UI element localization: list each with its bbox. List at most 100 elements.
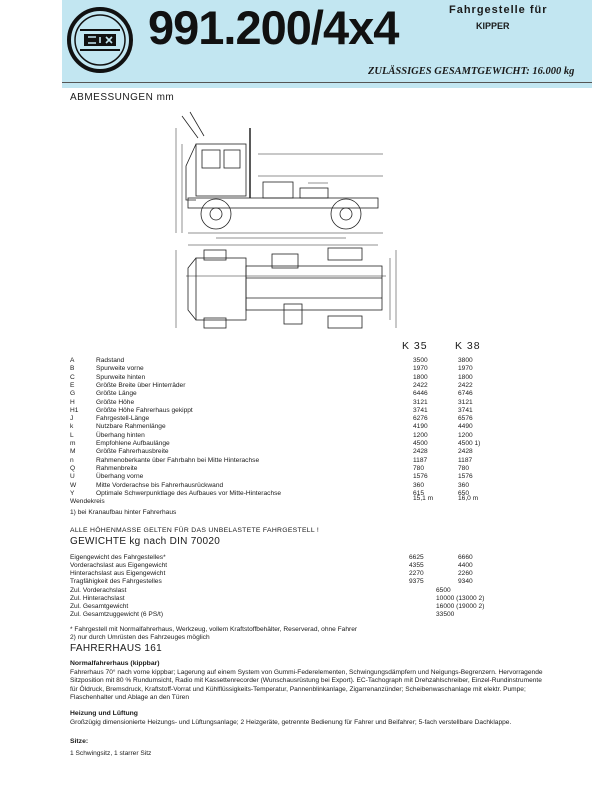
footnote-star: * Fahrgestell mit Normalfahrerhaus, Werk… xyxy=(70,626,358,633)
dimension-code: U xyxy=(70,473,75,481)
dimension-k35: 6276 xyxy=(413,415,428,423)
dimension-row: A Radstand 3500 3800 xyxy=(70,357,540,365)
dimension-k35: 6446 xyxy=(413,390,428,398)
rear-axle-label: Zul. Hinterachslast xyxy=(70,595,125,602)
dimension-description: Größte Höhe Fahrerhaus gekippt xyxy=(96,406,193,414)
dimension-code: k xyxy=(70,423,74,431)
dimension-k38: 6576 xyxy=(458,415,473,423)
dimension-code: W xyxy=(70,481,77,489)
cab-heading: FAHRERHAUS 161 xyxy=(70,643,163,654)
dimension-k38: 1187 xyxy=(458,456,473,464)
dimension-row: W Mitte Vorderachse bis Fahrerhausrückwan… xyxy=(70,482,540,490)
dimension-k35: 1200 xyxy=(413,431,428,439)
dimension-description: Rahmenoberkante über Fahrbahn bei Mitte … xyxy=(96,456,260,464)
dimension-description: Spurweite hinten xyxy=(96,373,146,381)
header-band xyxy=(62,0,592,88)
dimension-code: H xyxy=(70,398,75,406)
dimension-description: Rahmenbreite xyxy=(96,464,138,472)
header-rule xyxy=(62,82,592,83)
dimension-k35: 3500 xyxy=(413,357,428,364)
dimension-k38: 2422 xyxy=(458,381,473,389)
dimensions-heading: ABMESSUNGEN mm xyxy=(70,92,175,103)
weight-k35: 4355 xyxy=(409,562,424,570)
footnote-crane: 1) bei Kranaufbau hinter Fahrerhaus xyxy=(70,509,177,516)
dimension-code: m xyxy=(70,440,76,447)
weight-k38: 4400 xyxy=(458,562,473,570)
dimension-code: n xyxy=(70,456,74,464)
dimension-code: A xyxy=(70,357,75,364)
turning-circle-k35: 15,1 m xyxy=(413,495,434,502)
turning-circle-row: Wendekreis 15,1 m 16,0 m xyxy=(70,495,540,506)
dimension-description: Größte Fahrerhausbreite xyxy=(96,448,169,456)
dimension-description: Größte Länge xyxy=(96,390,137,398)
weight-k35: 6625 xyxy=(409,554,424,561)
dimension-description: Radstand xyxy=(96,357,125,364)
weights-heading: GEWICHTE kg nach DIN 70020 xyxy=(70,536,221,547)
dimension-description: Größte Höhe xyxy=(96,398,135,406)
truck-dimension-drawing xyxy=(175,111,397,329)
dimension-code: J xyxy=(70,415,74,423)
dimension-k38: 2428 xyxy=(458,448,473,456)
dimension-k38: 650 xyxy=(458,489,470,497)
train-weight-value: 33500 xyxy=(436,611,455,618)
weight-description: Tragfähigkeit des Fahrgestelles xyxy=(70,578,162,586)
dimension-k38: 1970 xyxy=(458,365,473,373)
dimension-k35: 360 xyxy=(413,481,425,489)
dimension-description: Größte Breite über Hinterräder xyxy=(96,381,186,389)
dimension-k35: 4190 xyxy=(413,423,428,431)
dimension-k35: 2428 xyxy=(413,448,428,456)
turning-circle-label: Wendekreis xyxy=(70,498,105,505)
dimension-k38: 1800 xyxy=(458,373,473,381)
weight-row-train: Zul. Gesamtzuggewicht (6 PS/t) 33500 xyxy=(70,611,540,619)
dimension-description: Überhang vorne xyxy=(96,473,144,481)
gross-weight-line: ZULÄSSIGES GESAMTGEWICHT: 16.000 kg xyxy=(368,66,575,77)
dimension-description: Mitte Vorderachse bis Fahrerhausrückwand xyxy=(96,481,224,489)
dimension-description: Fahrgestell-Länge xyxy=(96,415,150,423)
dimension-code: E xyxy=(70,381,75,389)
dimension-k35: 1187 xyxy=(413,456,428,464)
dimension-k38: 3121 xyxy=(458,398,473,406)
dimension-k35: 1800 xyxy=(413,373,428,381)
dimension-k35: 4500 xyxy=(413,440,428,447)
dimension-description: Nutzbare Rahmenlänge xyxy=(96,423,166,431)
seats-heading: Sitze: xyxy=(70,738,89,745)
rear-axle-value: 10000 (13000 2) xyxy=(436,595,485,602)
weight-k38: 9340 xyxy=(458,578,473,586)
dimension-k35: 615 xyxy=(413,489,425,497)
footnote-conversion: 2) nur durch Umrüsten des Fahrzeuges mög… xyxy=(70,634,210,641)
steyr-logo-icon xyxy=(67,7,133,73)
dimension-code: B xyxy=(70,365,75,373)
weight-row-rear-axle: Zul. Hinterachslast 10000 (13000 2) xyxy=(70,595,540,603)
dimension-code: C xyxy=(70,373,75,381)
heating-heading: Heizung und Lüftung xyxy=(70,710,138,717)
dimension-k38: 3741 xyxy=(458,406,473,414)
weight-k38: 6660 xyxy=(458,554,473,561)
front-axle-label: Zul. Vorderachslast xyxy=(70,587,127,594)
dimension-code: Y xyxy=(70,489,75,497)
dimension-k38: 3800 xyxy=(458,357,473,364)
dimension-k38: 4500 1) xyxy=(458,440,481,447)
weight-row-gross: Zul. Gesamtgewicht 16000 (19000 2) xyxy=(70,603,540,611)
dimension-code: G xyxy=(70,390,76,398)
dimension-code: L xyxy=(70,431,74,439)
dimension-k38: 1576 xyxy=(458,473,473,481)
dimension-k35: 2422 xyxy=(413,381,428,389)
seats-text: 1 Schwingsitz, 1 starrer Sitz xyxy=(70,750,152,757)
dimension-k38: 1200 xyxy=(458,431,473,439)
dimension-k35: 780 xyxy=(413,464,425,472)
dimension-code: H1 xyxy=(70,406,79,414)
gross-weight-label: Zul. Gesamtgewicht xyxy=(70,603,129,610)
model-number: 991.200/4x4 xyxy=(148,1,399,54)
dimension-k38: 780 xyxy=(458,464,470,472)
normal-cab-text: Fahrerhaus 70° nach vorne kippbar; Lager… xyxy=(70,669,543,702)
